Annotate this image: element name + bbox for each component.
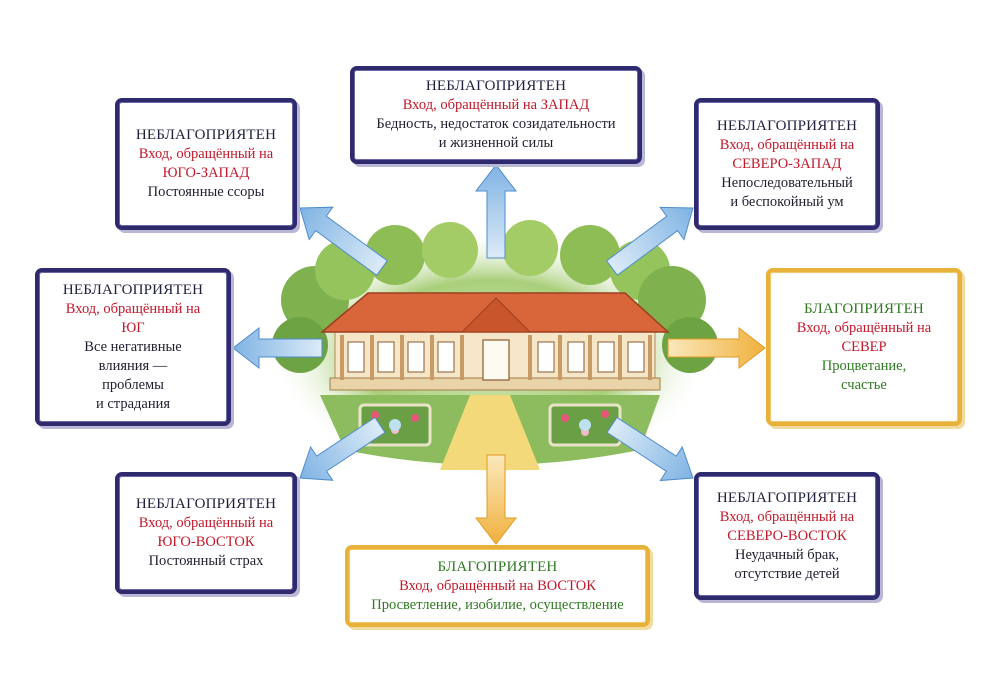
house-door [482, 339, 510, 381]
card-west-status: НЕБЛАГОПРИЯТЕН [425, 78, 567, 94]
arrow-east [474, 454, 518, 545]
card-northwest-entrance-line: СЕВЕРО-ЗАПАД [732, 155, 842, 172]
arrow-north [667, 326, 766, 370]
card-northwest: НЕБЛАГОПРИЯТЕН Вход, обращённый на СЕВЕР… [694, 98, 880, 230]
card-northeast-effect-line: отсутствие детей [734, 565, 840, 582]
card-southwest-effect-line: Постоянные ссоры [147, 184, 265, 200]
card-east-entrance-line: Вход, обращённый на ВОСТОК [399, 577, 596, 594]
card-south-effect-line: Все негативные [84, 338, 182, 355]
card-northeast-effect-line: Неудачный брак, [734, 546, 840, 563]
card-north-status: БЛАГОПРИЯТЕН [804, 300, 924, 317]
direction-arrows [232, 164, 766, 545]
card-northeast: НЕБЛАГОПРИЯТЕН Вход, обращённый на СЕВЕР… [694, 472, 880, 600]
arrow-northwest [605, 206, 694, 276]
card-southeast-entrance-line: Вход, обращённый на [138, 515, 274, 531]
card-south-effect-line: влияния — [98, 357, 168, 374]
card-northeast-entrance-line: Вход, обращённый на [719, 508, 855, 525]
card-west: НЕБЛАГОПРИЯТЕН Вход, обращённый на ЗАПАД… [350, 66, 642, 164]
card-southeast-entrance-line: ЮГО-ВОСТОК [157, 534, 255, 550]
trees [272, 220, 718, 373]
card-west-entrance-line: Вход, обращённый на ЗАПАД [402, 97, 590, 113]
card-northeast-status: НЕБЛАГОПРИЯТЕН [716, 489, 858, 506]
card-southwest-entrance-line: Вход, обращённый на [138, 146, 274, 162]
arrow-southwest [299, 206, 388, 277]
card-south-status: НЕБЛАГОПРИЯТЕН [62, 281, 204, 298]
card-east: БЛАГОПРИЯТЕН Вход, обращённый на ВОСТОК … [345, 545, 650, 627]
card-southeast-status: НЕБЛАГОПРИЯТЕН [135, 496, 277, 512]
card-north-entrance-line: Вход, обращённый на [796, 319, 932, 336]
card-south-effect-line: проблемы [102, 376, 164, 393]
arrow-southeast [299, 416, 386, 481]
card-north-effect-line: счастье [841, 376, 887, 393]
card-west-effect-line: Бедность, недостаток созидательности [376, 116, 616, 132]
card-west-effect-line: и жизненной силы [438, 135, 554, 151]
house-gable [460, 297, 532, 333]
card-northwest-status: НЕБЛАГОПРИЯТЕН [716, 117, 858, 134]
house-windows [347, 341, 645, 373]
card-southwest: НЕБЛАГОПРИЯТЕН Вход, обращённый на ЮГО-З… [115, 98, 297, 230]
card-southeast-effect-line: Постоянный страх [148, 553, 264, 569]
garden-path [440, 395, 540, 470]
card-northwest-entrance-line: Вход, обращённый на [719, 136, 855, 153]
card-north-entrance-line: СЕВЕР [841, 338, 887, 355]
arrow-northeast [606, 416, 694, 482]
card-northwest-effect-line: и беспокойный ум [730, 193, 844, 210]
card-northwest-effect-line: Непоследовательный [721, 174, 853, 191]
card-south-effect-line: и страдания [95, 395, 171, 412]
card-south-entrance-line: ЮГ [121, 319, 145, 336]
card-northeast-entrance-line: СЕВЕРО-ВОСТОК [727, 527, 847, 544]
card-north-effect-line: Процветание, [821, 357, 907, 374]
card-south: НЕБЛАГОПРИЯТЕН Вход, обращённый на ЮГ Вс… [35, 268, 231, 426]
arrow-south [232, 326, 323, 370]
card-south-entrance-line: Вход, обращённый на [65, 300, 201, 317]
house-columns [340, 335, 652, 380]
card-east-status: БЛАГОПРИЯТЕН [437, 558, 558, 575]
card-southwest-status: НЕБЛАГОПРИЯТЕН [135, 127, 277, 143]
card-north: БЛАГОПРИЯТЕН Вход, обращённый на СЕВЕР П… [766, 268, 962, 426]
arrow-west [474, 164, 518, 259]
card-east-effect-line: Просветление, изобилие, осуществление [371, 596, 624, 613]
card-southwest-entrance-line: ЮГО-ЗАПАД [162, 165, 250, 181]
card-southeast: НЕБЛАГОПРИЯТЕН Вход, обращённый на ЮГО-В… [115, 472, 297, 594]
